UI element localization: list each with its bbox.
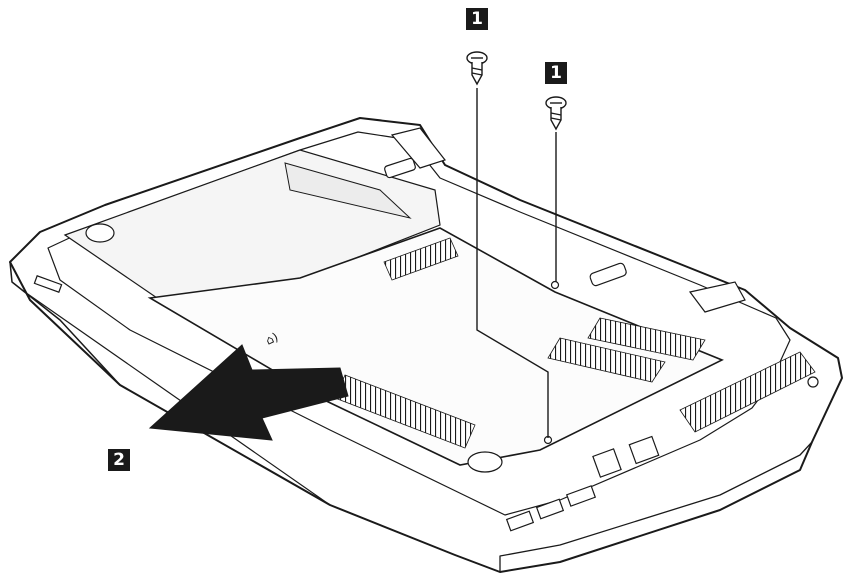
lock-slot — [807, 376, 819, 388]
vent-grilles — [334, 237, 816, 449]
latch-top — [384, 157, 416, 179]
switch-left — [33, 275, 63, 293]
ethernet-port — [592, 448, 622, 478]
screw-icon-a — [466, 51, 488, 86]
bottom-cover: ⌂) — [147, 227, 724, 473]
screw-holes — [543, 280, 560, 445]
hinge-bump-right — [688, 281, 746, 313]
step-1-badge-a: 1 — [466, 8, 488, 30]
top-panel — [63, 149, 441, 301]
latch-right — [589, 262, 627, 287]
cover-icon: ⌂) — [263, 330, 280, 348]
hinge-bump-top — [390, 127, 447, 169]
vga-port — [628, 435, 660, 465]
usb-port-1 — [505, 510, 535, 532]
foot-pad-center — [467, 451, 503, 473]
step-2-badge: 2 — [108, 449, 130, 471]
side-ports — [33, 275, 819, 532]
slide-direction-arrow — [148, 344, 349, 441]
foot-pad-left — [85, 223, 115, 243]
screw-icon-b — [545, 96, 567, 131]
screw-leader-lines — [476, 88, 557, 438]
step-1-badge-b: 1 — [545, 62, 567, 84]
hdmi-port — [565, 485, 597, 507]
latches — [384, 127, 746, 313]
usb-port-2 — [535, 498, 565, 520]
